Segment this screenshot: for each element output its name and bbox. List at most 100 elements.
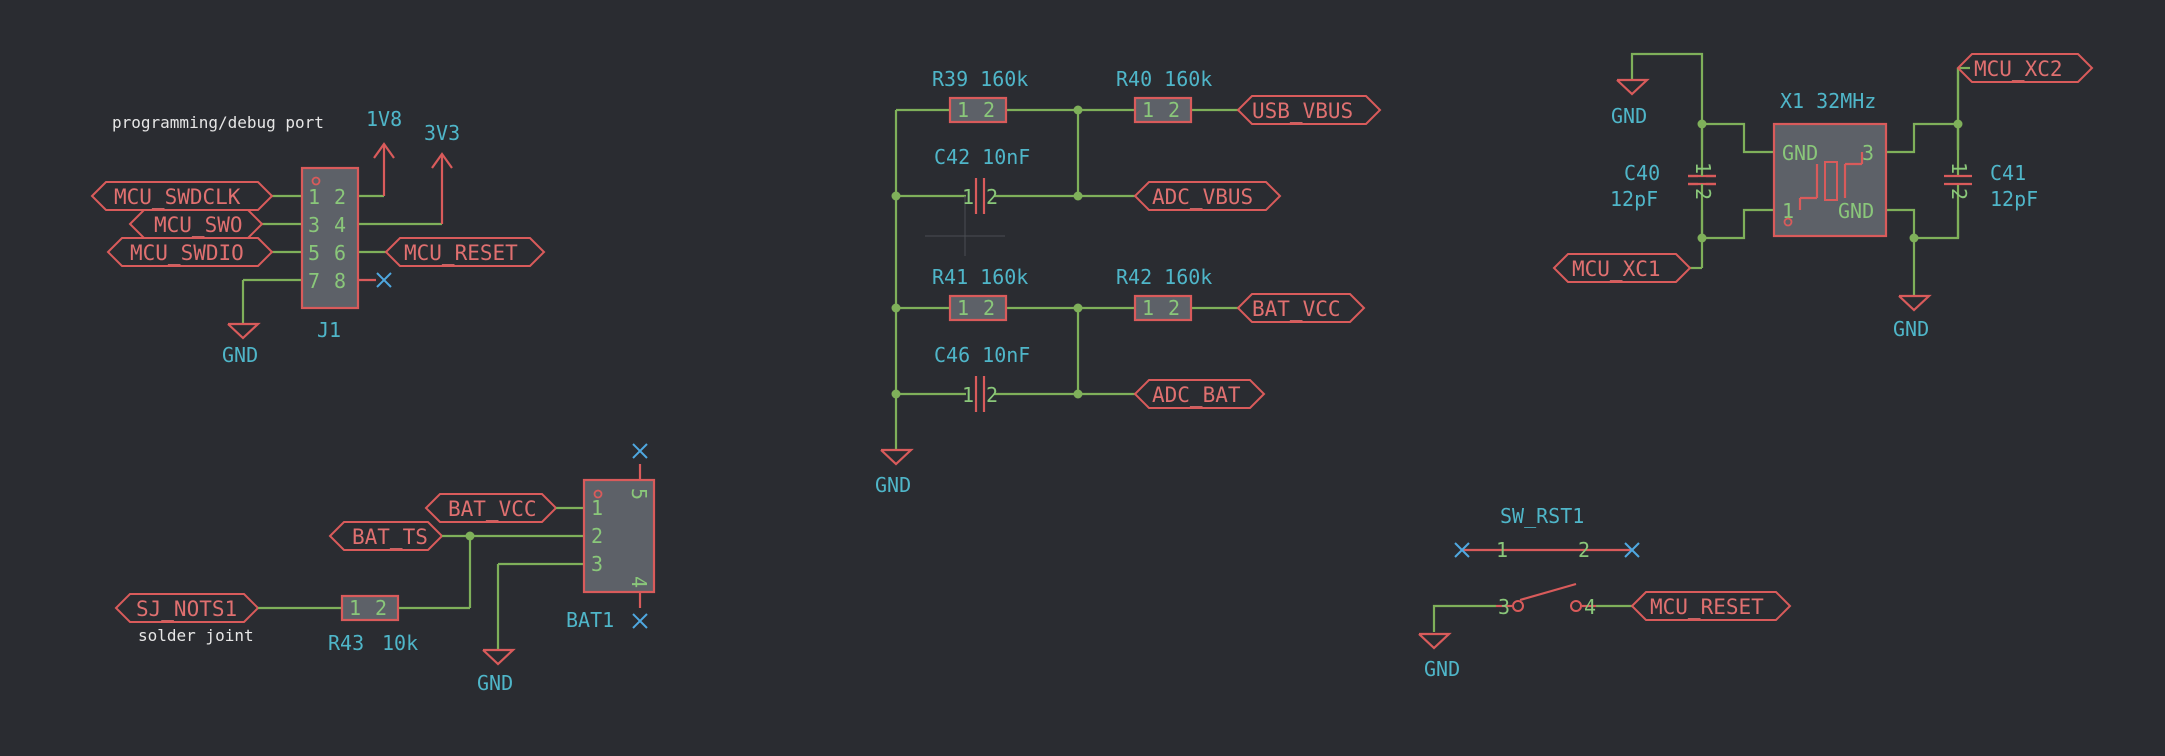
svg-text:1: 1 [1142, 98, 1154, 122]
crystal-x1[interactable]: X1 32MHz GND GND 3 1 [1772, 89, 1888, 238]
svg-text:2: 2 [1947, 188, 1971, 200]
netlabel-mcu-swdclk[interactable]: MCU_SWDCLK [90, 181, 274, 211]
netlabel-bat-vcc-2[interactable]: BAT_VCC [1236, 293, 1366, 323]
capacitor-c42[interactable]: 1 2 C42 10nF [934, 145, 1030, 214]
resistor-r39[interactable]: 1 2 R39 160k [932, 67, 1028, 124]
svg-text:1: 1 [1142, 296, 1154, 320]
svg-text:R42 160k: R42 160k [1116, 265, 1212, 289]
svg-text:1: 1 [1496, 538, 1508, 562]
nc-marker-pin8 [376, 272, 392, 288]
svg-text:USB_VBUS: USB_VBUS [1252, 99, 1353, 123]
svg-text:2: 2 [1691, 188, 1715, 200]
capacitor-c46[interactable]: 1 2 C46 10nF [934, 343, 1030, 412]
netlabel-adc-bat[interactable]: ADC_BAT [1133, 379, 1266, 409]
netlabel-bat-vcc-1[interactable]: BAT_VCC [424, 493, 558, 523]
x1-ref: X1 32MHz [1780, 89, 1876, 113]
svg-text:1: 1 [957, 296, 969, 320]
resistor-r41[interactable]: 1 2 R41 160k [932, 265, 1028, 322]
svg-text:GND: GND [1838, 199, 1874, 223]
capacitor-c41[interactable]: 1 2 C41 12pF [1944, 124, 2038, 238]
c41-value: 12pF [1990, 187, 2038, 211]
power-1v8: 1V8 [358, 107, 402, 198]
gnd-label-xtal-bottom: GND [1893, 317, 1929, 341]
svg-text:C42 10nF: C42 10nF [934, 145, 1030, 169]
nc-marker-bat4 [632, 613, 648, 629]
svg-text:MCU_RESET: MCU_RESET [404, 241, 518, 265]
svg-text:MCU_SWDCLK: MCU_SWDCLK [114, 185, 241, 209]
svg-text:MCU_XC2: MCU_XC2 [1974, 57, 2063, 81]
j1-pin-4: 4 [334, 213, 346, 237]
c40-ref: C40 [1624, 161, 1660, 185]
svg-text:2: 2 [986, 383, 998, 407]
gnd-symbol-j1 [227, 322, 261, 340]
c41-ref: C41 [1990, 161, 2026, 185]
resistor-r40[interactable]: 1 2 R40 160k [1116, 67, 1212, 124]
netlabel-usb-vbus[interactable]: USB_VBUS [1236, 95, 1382, 125]
netlabel-mcu-swo[interactable]: MCU_SWO [128, 209, 264, 239]
crystal-circuit[interactable]: GND GND 1 2 C40 12pF [1552, 52, 2094, 341]
reset-switch-sw-rst1[interactable]: SW_RST1 1 2 3 4 GND MCU_RESET [1418, 504, 1792, 681]
svg-text:BAT_VCC: BAT_VCC [1252, 297, 1341, 321]
label-1v8: 1V8 [366, 107, 402, 131]
netlabel-mcu-swdio[interactable]: MCU_SWDIO [106, 237, 274, 267]
svg-text:2: 2 [986, 185, 998, 209]
netlabel-mcu-xc1[interactable]: MCU_XC1 [1552, 253, 1692, 283]
bat-pin-1: 1 [591, 496, 603, 520]
netlabel-sj-nots1[interactable]: SJ_NOTS1 [114, 593, 260, 623]
bat1-ref: BAT1 [566, 608, 614, 632]
gnd-label-xtal-top: GND [1611, 104, 1647, 128]
resistor-r42[interactable]: 1 2 R42 160k [1116, 265, 1212, 322]
svg-text:2: 2 [1168, 296, 1180, 320]
svg-text:1: 1 [957, 98, 969, 122]
svg-text:1: 1 [1691, 162, 1715, 174]
svg-text:R40 160k: R40 160k [1116, 67, 1212, 91]
voltage-dividers[interactable]: GND 1 2 R39 160k 1 2 R40 160k 1 2 C42 10… [875, 67, 1382, 497]
gnd-label-switch: GND [1424, 657, 1460, 681]
bat-pin-2: 2 [591, 524, 603, 548]
nc-marker-sw2 [1624, 542, 1640, 558]
sw-rst1-ref: SW_RST1 [1500, 504, 1584, 528]
svg-text:4: 4 [1584, 595, 1596, 619]
svg-text:3: 3 [1862, 141, 1874, 165]
svg-text:C46 10nF: C46 10nF [934, 343, 1030, 367]
svg-text:R41 160k: R41 160k [932, 265, 1028, 289]
svg-text:2: 2 [983, 98, 995, 122]
connector-j1[interactable]: programming/debug port 1V8 3V3 GND 1 [90, 107, 546, 367]
svg-text:MCU_RESET: MCU_RESET [1650, 595, 1764, 619]
gnd-label-bat: GND [477, 671, 513, 695]
svg-text:1: 1 [962, 185, 974, 209]
j1-pin-6: 6 [334, 241, 346, 265]
gnd-symbol-bat [482, 648, 516, 666]
svg-text:1: 1 [1782, 199, 1794, 223]
svg-text:BAT_VCC: BAT_VCC [448, 497, 537, 521]
battery-connector[interactable]: BAT_VCC BAT_TS SJ_NOTS1 solder joint GND… [114, 443, 656, 695]
resistor-r43[interactable]: 1 2 R43 10k [328, 594, 418, 655]
netlabel-mcu-reset-sw[interactable]: MCU_RESET [1630, 591, 1792, 621]
svg-text:MCU_XC1: MCU_XC1 [1572, 257, 1661, 281]
svg-text:MCU_SWO: MCU_SWO [154, 213, 243, 237]
nc-marker-sw1 [1454, 542, 1470, 558]
nc-marker-bat5 [632, 443, 648, 459]
netlabel-mcu-reset-j1[interactable]: MCU_RESET [384, 237, 546, 267]
svg-text:2: 2 [375, 596, 387, 620]
svg-text:MCU_SWDIO: MCU_SWDIO [130, 241, 244, 265]
bat-pin-5: 5 [627, 488, 651, 500]
bat-pin-4: 4 [627, 576, 651, 588]
capacitor-c40[interactable]: 1 2 C40 12pF [1610, 124, 1716, 238]
svg-text:BAT_TS: BAT_TS [352, 525, 428, 549]
gnd-symbol-switch [1418, 632, 1452, 650]
netlabel-adc-vbus[interactable]: ADC_VBUS [1133, 181, 1282, 211]
j1-pin-3: 3 [308, 213, 320, 237]
netlabel-bat-ts[interactable]: BAT_TS [328, 521, 444, 551]
svg-text:3: 3 [1498, 595, 1510, 619]
gnd-label-divider: GND [875, 473, 911, 497]
svg-text:2: 2 [1578, 538, 1590, 562]
c40-value: 12pF [1610, 187, 1658, 211]
r43-value: 10k [382, 631, 418, 655]
j1-pin-1: 1 [308, 185, 320, 209]
j1-pin-5: 5 [308, 241, 320, 265]
gnd-symbol-divider [880, 448, 914, 466]
solder-joint-note: solder joint [138, 626, 254, 645]
netlabel-mcu-xc2[interactable]: MCU_XC2 [1956, 53, 2094, 124]
